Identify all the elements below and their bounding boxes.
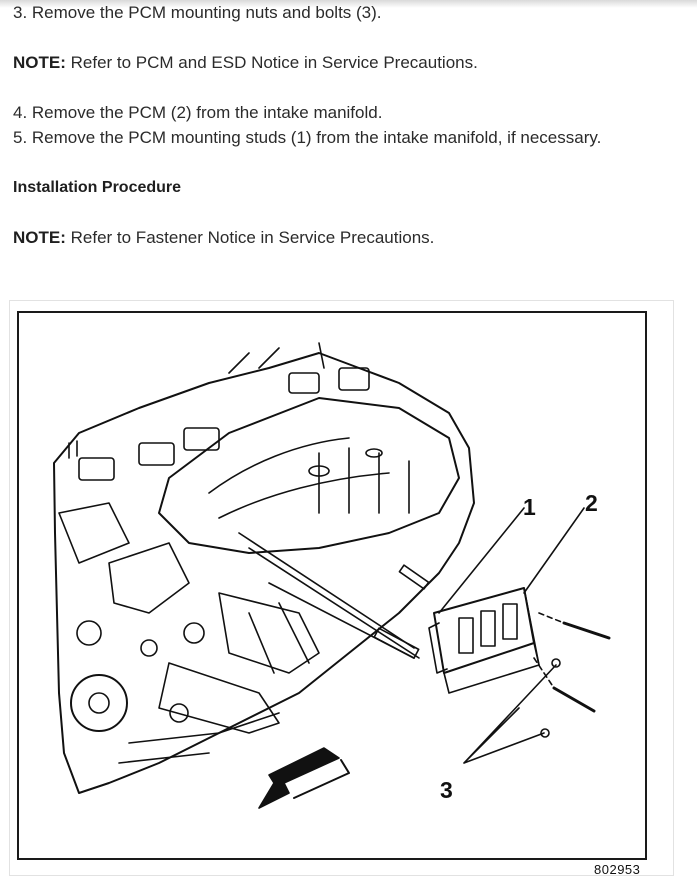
step-3-text: 3. Remove the PCM mounting nuts and bolt…: [13, 3, 382, 22]
step-5-text: 5. Remove the PCM mounting studs (1) fro…: [13, 128, 602, 147]
note-text: Refer to Fastener Notice in Service Prec…: [65, 228, 435, 247]
note-label: NOTE:: [13, 228, 66, 247]
note-pcm-esd: NOTE: Refer to PCM and ESD Notice in Ser…: [13, 53, 478, 73]
note-label: NOTE:: [13, 53, 66, 72]
callout-2-pcm: 2: [585, 490, 598, 516]
top-shadow: [0, 0, 697, 8]
callout-1-studs: 1: [523, 494, 536, 520]
figure-code: 802953: [594, 862, 641, 877]
callout-3-nuts-bolts: 3: [440, 777, 453, 803]
pcm-removal-illustration: [17, 311, 647, 860]
note-text: Refer to PCM and ESD Notice in Service P…: [65, 53, 478, 72]
engine-drawing: [53, 342, 611, 809]
note-fastener: NOTE: Refer to Fastener Notice in Servic…: [13, 228, 434, 248]
installation-procedure-heading: Installation Procedure: [13, 179, 182, 196]
step-4-text: 4. Remove the PCM (2) from the intake ma…: [13, 103, 383, 122]
